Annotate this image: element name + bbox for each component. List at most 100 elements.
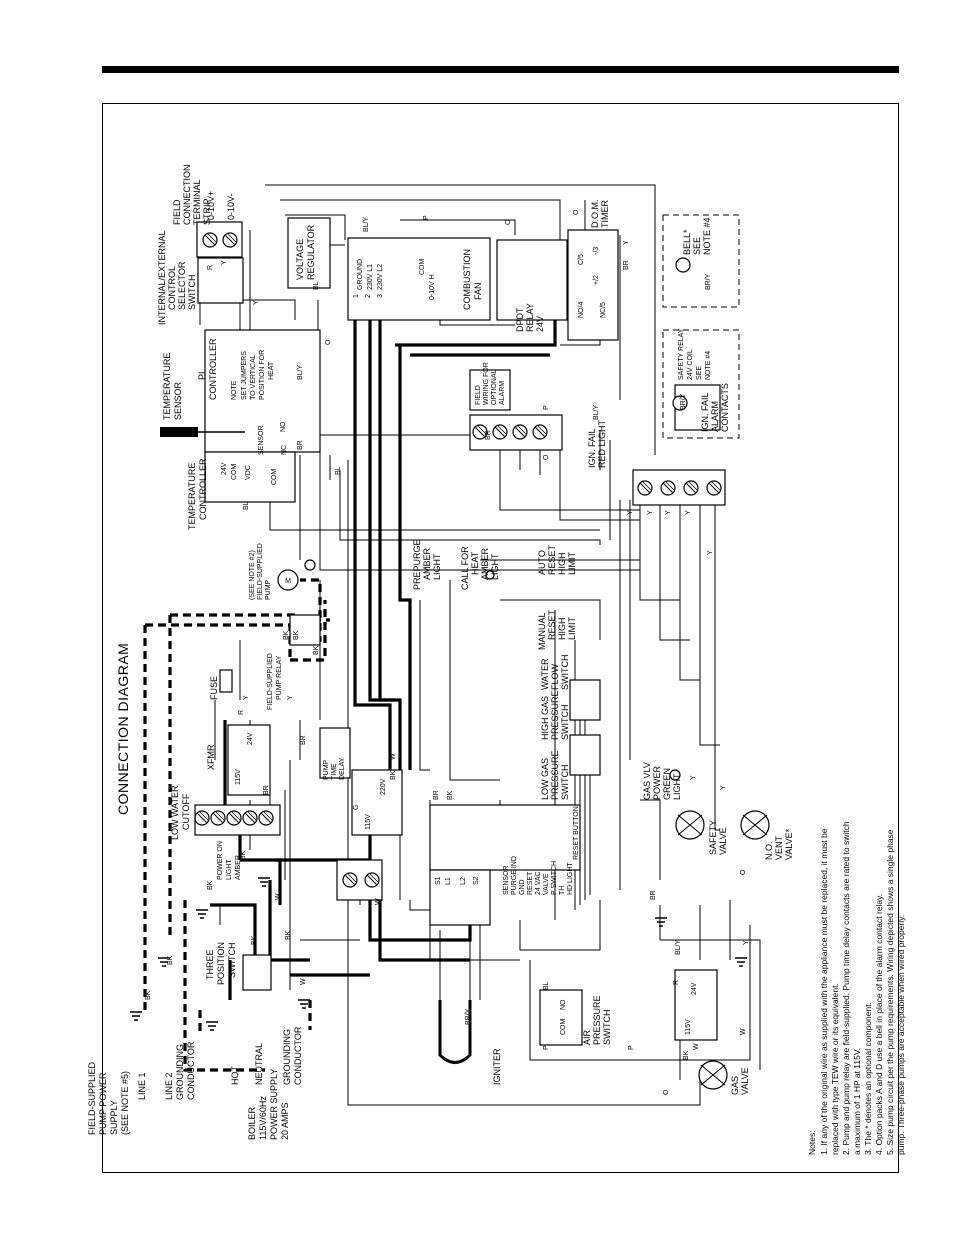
svg-text:-/3: -/3: [593, 247, 600, 255]
manual-reset-label: MANUAL RESET HIGH LIMIT: [537, 609, 577, 650]
svg-text:TIMER: TIMER: [600, 200, 610, 228]
gas-valve-light-icon: [669, 769, 681, 781]
svg-text:PUMP: PUMP: [265, 579, 272, 600]
svg-text:MANUAL: MANUAL: [537, 612, 547, 650]
notes-section: Notes: 1. If any of the original wire as…: [807, 821, 906, 1155]
svg-text:GREEN: GREEN: [662, 768, 672, 800]
svg-text:(SEE NOTE #2): (SEE NOTE #2): [249, 550, 256, 600]
svg-text:TH: TH: [559, 886, 566, 895]
pump-relay-label: FIELD-SUPPLIED PUMP RELAY: [267, 653, 283, 710]
svg-text:L1: L1: [445, 877, 452, 885]
svg-text:PUMP: PUMP: [323, 759, 330, 780]
combustion-fan: [347, 237, 491, 321]
terminal-strip-label: FIELD CONNECTION TERMINAL STRIP: [172, 165, 212, 226]
svg-text:LIMIT: LIMIT: [567, 616, 577, 640]
svg-text:SENSOR: SENSOR: [173, 381, 183, 420]
svg-text:NO/4: NO/4: [578, 302, 585, 318]
svg-text:BK: BK: [251, 935, 258, 945]
svg-text:GAS: GAS: [730, 1076, 740, 1095]
low-gas-switch: [569, 734, 601, 776]
svg-text:DELAY: DELAY: [339, 757, 346, 780]
svg-text:W: W: [375, 898, 382, 905]
svg-text:S2: S2: [473, 876, 480, 885]
prepurge-light-label: PREPURGE AMBER LIGHT: [412, 539, 442, 590]
svg-text:BK: BK: [313, 645, 320, 655]
svg-text:IGN. FAIL: IGN. FAIL: [700, 392, 710, 432]
svg-text:PUMP POWER: PUMP POWER: [98, 1072, 108, 1135]
svg-text:SWITCH: SWITCH: [187, 275, 197, 311]
safety-valve-cross: [677, 814, 703, 836]
svg-text:LINE 2: LINE 2: [164, 1072, 174, 1100]
ignition-module-terminals: SENSOR PURGE IND GND RESET 24 VAC VALVE …: [503, 806, 580, 895]
note-line-7: 5. Size pump circuit per the pump requir…: [885, 829, 895, 1155]
svg-text:OPTIONAL: OPTIONAL: [491, 369, 498, 405]
svg-text:115V: 115V: [365, 814, 372, 830]
svg-text:CONTROL: CONTROL: [167, 266, 177, 310]
svg-text:24V: 24V: [691, 982, 698, 995]
svg-text:TERMINAL: TERMINAL: [192, 179, 202, 225]
svg-text:CONDUCTOR: CONDUCTOR: [293, 1026, 303, 1085]
svg-text:VALVE: VALVE: [740, 1067, 750, 1095]
svg-text:24 VAC: 24 VAC: [535, 871, 542, 895]
svg-text:SWITCH: SWITCH: [227, 943, 237, 979]
svg-text:SAFETY: SAFETY: [708, 820, 718, 855]
xfmr: [227, 724, 271, 796]
svg-text:SWITCH: SWITCH: [602, 1010, 612, 1046]
svg-text:LINE 1: LINE 1: [137, 1072, 147, 1100]
svg-text:O: O: [573, 209, 580, 215]
field-wiring-box: [469, 369, 511, 411]
svg-text:NC/5: NC/5: [600, 302, 607, 318]
safety-valve-label: SAFETY VALVE: [708, 820, 728, 855]
svg-text:NOTE: NOTE: [231, 380, 238, 400]
svg-text:FLOW: FLOW: [550, 663, 560, 690]
svg-text:HIGH: HIGH: [557, 553, 567, 576]
svg-text:SAFETY RELAY: SAFETY RELAY: [678, 328, 685, 380]
svg-text:SWITCH: SWITCH: [560, 655, 570, 691]
diagram-frame: [102, 103, 899, 1173]
svg-text:BR: BR: [650, 890, 657, 900]
dpdt-relay-label: DPDT RELAY 24V: [515, 303, 545, 332]
svg-text:BK: BK: [207, 880, 214, 890]
svg-text:M: M: [285, 578, 291, 585]
fuse: [219, 669, 233, 693]
svg-text:NC: NC: [281, 445, 288, 455]
svg-text:LIGHT: LIGHT: [672, 773, 682, 800]
vent-valve-label: N.O. VENT VALVE*: [764, 828, 794, 860]
svg-text:ALARM: ALARM: [499, 381, 506, 405]
thin-wires: [199, 184, 761, 1106]
svg-text:POWER: POWER: [652, 765, 662, 800]
svg-text:COM: COM: [271, 469, 278, 486]
svg-text:REGULATOR: REGULATOR: [306, 224, 316, 280]
svg-text:BR: BR: [263, 785, 270, 795]
timer-terminal-labels: NO/4 C/5 NC/5 +/2 -/3: [578, 247, 607, 318]
svg-text:LIGHT: LIGHT: [226, 859, 233, 880]
note-line-4: a maximum of 1 HP at 115V.: [852, 1048, 862, 1155]
svg-text:P: P: [543, 405, 550, 410]
svg-text:L2: L2: [460, 877, 467, 885]
prepurge-light-icon: [304, 559, 316, 571]
note-line-2: replaced with type TEW wire or its equiv…: [830, 983, 840, 1155]
svg-text:HIGH: HIGH: [557, 618, 567, 641]
svg-text:WIRING FOR: WIRING FOR: [483, 362, 490, 405]
svg-text:115V: 115V: [235, 769, 242, 785]
svg-text:RELAY: RELAY: [525, 303, 535, 332]
svg-text:BK: BK: [283, 630, 290, 640]
svg-text:AIR: AIR: [582, 1029, 592, 1045]
svg-text:RED LIGHT: RED LIGHT: [597, 419, 607, 468]
svg-text:DPDT: DPDT: [515, 307, 525, 332]
svg-text:NO: NO: [280, 421, 287, 432]
svg-text:Y: Y: [221, 260, 228, 265]
svg-text:NO: NO: [560, 999, 567, 1010]
svg-text:P: P: [423, 215, 430, 220]
temperature-sensor-probe: [160, 427, 198, 437]
ignition-module-lower: [429, 869, 491, 926]
svg-text:BR: BR: [485, 430, 492, 440]
safety-relay-label: SAFETY RELAY 24V COIL SEE NOTE #4: [678, 328, 712, 380]
svg-text:COM: COM: [560, 1019, 567, 1036]
svg-text:LIGHT: LIGHT: [432, 553, 442, 580]
svg-text:FIELD-SUPPLIED: FIELD-SUPPLIED: [267, 653, 274, 710]
svg-text:BK: BK: [145, 990, 152, 1000]
svg-text:Y: Y: [690, 775, 697, 780]
vent-valve-cross: [742, 814, 768, 836]
svg-text:POSITION: POSITION: [216, 942, 226, 985]
